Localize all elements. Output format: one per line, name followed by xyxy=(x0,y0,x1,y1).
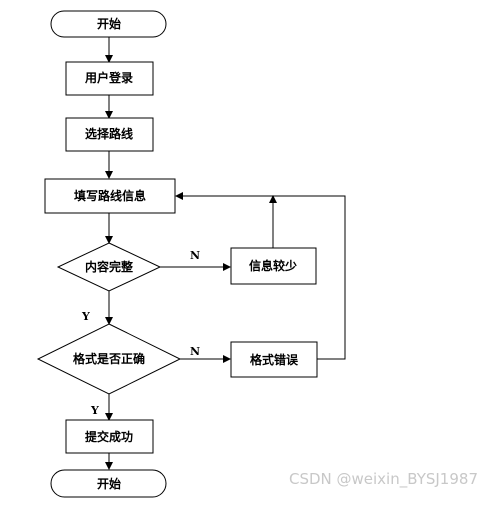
edge-error-loop xyxy=(175,192,346,360)
label-content-yes: Y xyxy=(81,310,90,323)
node-fill-info xyxy=(44,178,176,214)
label-login: 用户登录 xyxy=(84,70,133,85)
label-submit-success: 提交成功 xyxy=(85,429,133,444)
node-content-complete xyxy=(56,242,162,292)
edge-labels: N Y N Y xyxy=(81,249,200,417)
label-format-error: 格式错误 xyxy=(250,352,299,367)
node-format-correct xyxy=(36,323,182,395)
label-end: 开始 xyxy=(97,476,121,491)
nodes xyxy=(36,10,318,498)
node-format-error xyxy=(230,341,318,378)
node-select-route xyxy=(65,117,154,152)
node-login xyxy=(65,61,154,96)
label-format-yes: Y xyxy=(90,404,99,417)
label-fill-info: 填写路线信息 xyxy=(74,188,146,203)
edges xyxy=(105,37,346,470)
label-start: 开始 xyxy=(97,16,121,31)
label-select-route: 选择路线 xyxy=(85,126,133,141)
label-content-complete: 内容完整 xyxy=(85,259,133,274)
label-format-no: N xyxy=(190,345,200,358)
watermark: CSDN @weixin_BYSJ1987 xyxy=(288,470,478,488)
label-content-no: N xyxy=(190,249,200,262)
node-submit-success xyxy=(65,419,154,454)
label-format-correct: 格式是否正确 xyxy=(73,351,145,366)
node-end xyxy=(50,469,167,498)
label-info-less: 信息较少 xyxy=(249,258,297,273)
node-labels: 开始 用户登录 选择路线 填写路线信息 内容完整 信息较少 格式是否正确 格式错… xyxy=(73,16,299,491)
node-info-less xyxy=(230,247,317,285)
node-start xyxy=(50,10,167,38)
